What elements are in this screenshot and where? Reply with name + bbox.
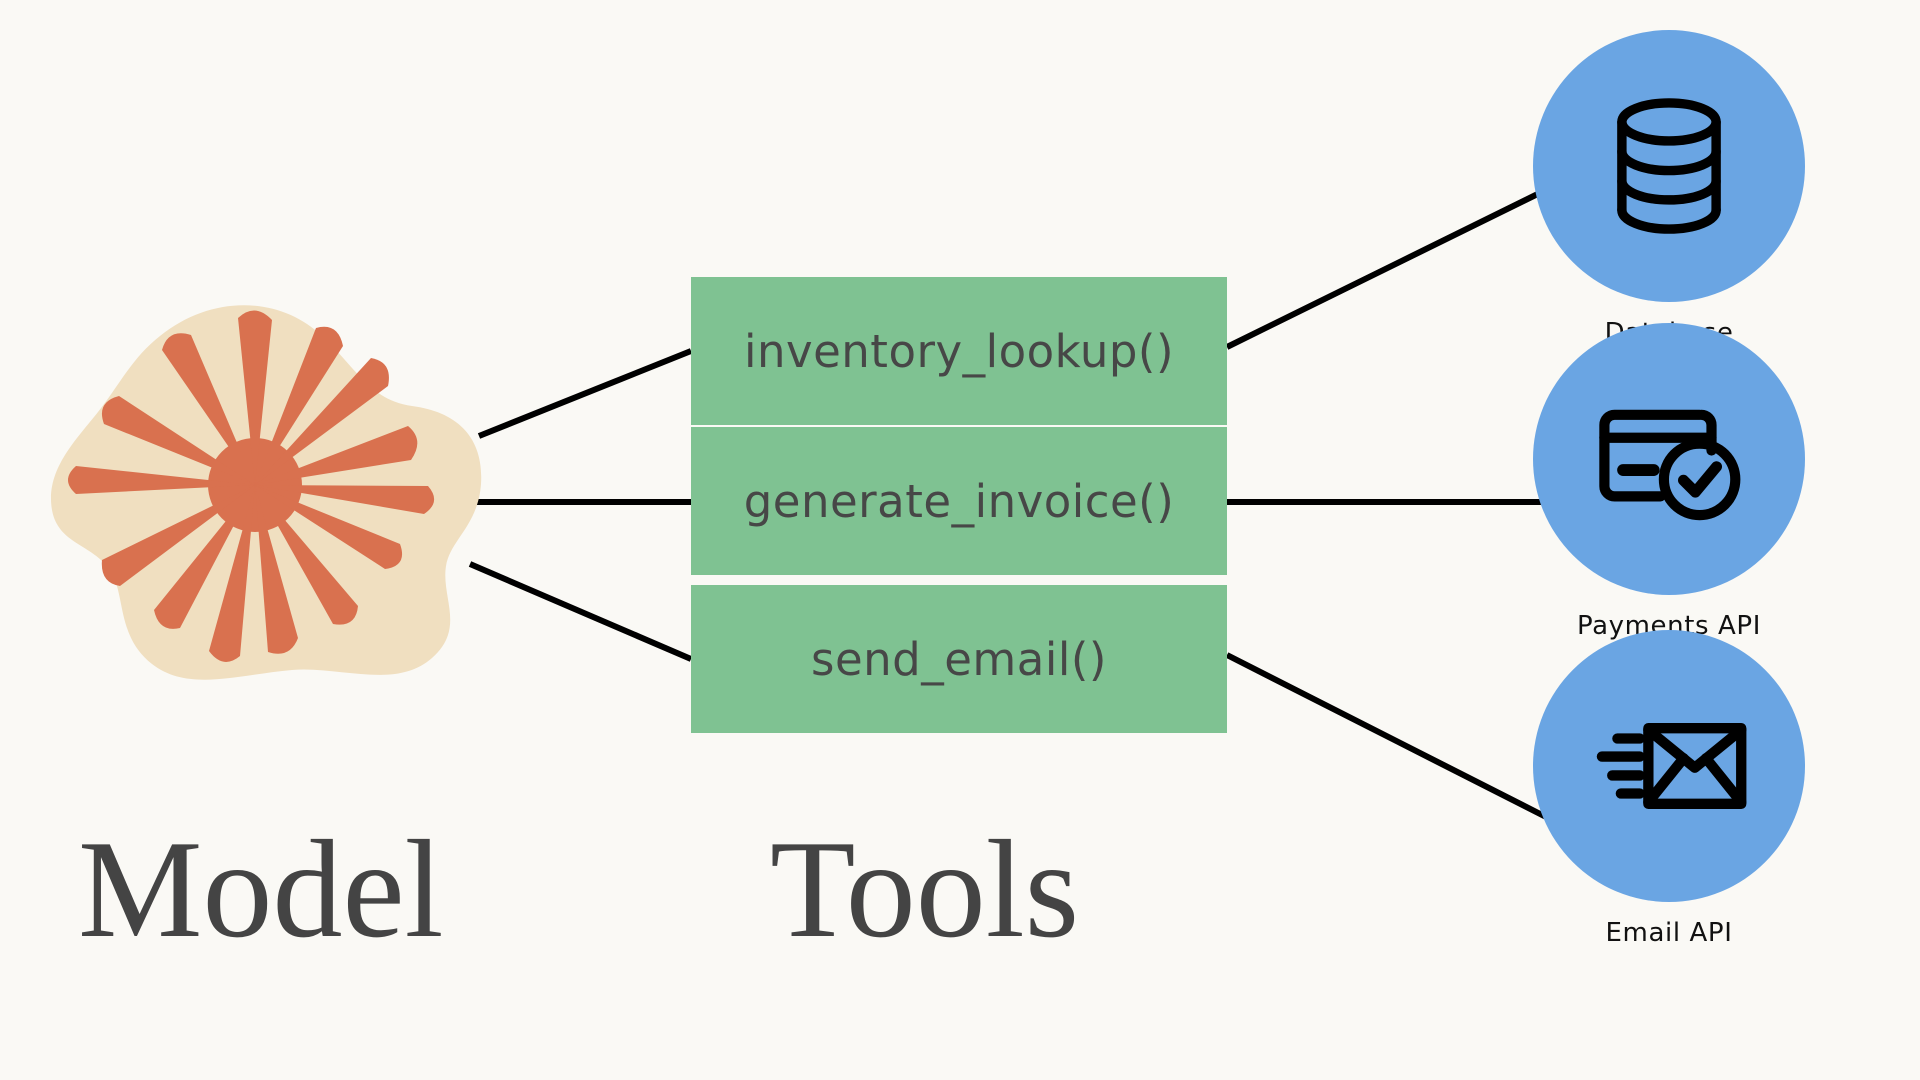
tool-box-label: send_email() [811, 632, 1107, 686]
connector-model-to-send-email [468, 561, 693, 662]
tool-box-label: generate_invoice() [743, 474, 1175, 528]
tool-box-inventory-lookup[interactable]: inventory_lookup() [691, 277, 1227, 425]
external-node-circle [1533, 323, 1805, 595]
external-node-label: Email API [1605, 918, 1733, 948]
connector-model-to-inventory-lookup [477, 348, 693, 439]
caption-model: Model [78, 812, 444, 967]
external-node-payments-api[interactable]: Payments API [1533, 323, 1805, 641]
external-node-circle [1533, 30, 1805, 302]
external-node-circle [1533, 630, 1805, 902]
database-cylinder-icon [1617, 98, 1721, 234]
caption-tools: Tools [770, 812, 1080, 967]
credit-card-check-icon [1599, 409, 1741, 521]
tool-box-send-email[interactable]: send_email() [691, 585, 1227, 733]
tool-box-generate-invoice[interactable]: generate_invoice() [691, 427, 1227, 575]
tool-box-label: inventory_lookup() [743, 324, 1175, 378]
connector-inventory-lookup-to-database [1225, 182, 1558, 350]
envelope-send-icon [1596, 723, 1747, 809]
starburst-asterisk-icon [68, 310, 435, 662]
external-node-email-api[interactable]: Email API [1533, 630, 1805, 948]
connector-send-email-to-email-api [1225, 652, 1554, 823]
model-blob [50, 305, 482, 680]
external-node-database[interactable]: Database [1533, 30, 1805, 348]
